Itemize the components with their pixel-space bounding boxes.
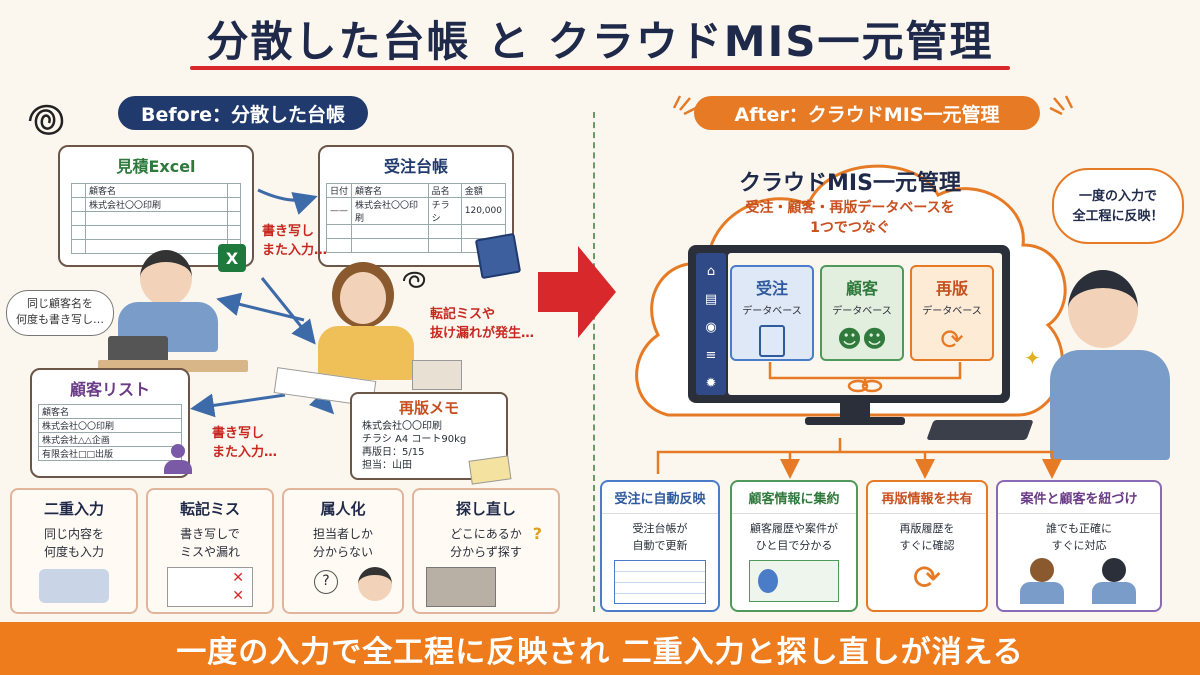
benefit-reprint-share: 再版情報を共有 再版履歴をすぐに確認 ⟳ <box>866 480 988 612</box>
people-icon: ☻☻ <box>836 325 888 353</box>
team-illustration <box>1014 558 1144 604</box>
benefit-link-cases: 案件と顧客を紐づけ 誰でも正確にすぐに対応 <box>996 480 1162 612</box>
order-cell: 株式会社〇〇印刷 <box>351 197 429 225</box>
title-underline <box>190 66 1010 70</box>
profile-card-icon <box>749 560 839 602</box>
link-connector <box>768 362 962 393</box>
page-title: 分散した台帳 と クラウドMIS一元管理 <box>206 17 994 66</box>
customer-row: 株式会社〇〇印刷 <box>38 418 182 433</box>
worried-woman-illustration <box>318 262 428 382</box>
reprint-line: 担当：山田 <box>362 460 412 471</box>
reprint-line: チラシ A4 コート90kg <box>362 434 467 445</box>
question-icon: ? <box>532 524 542 543</box>
users-icon[interactable]: ◉ <box>705 319 717 335</box>
customer-row: 顧客名 <box>38 404 182 419</box>
problem-siloed: 属人化 担当者しか分からない ? <box>282 488 404 614</box>
benefit-speech-bubble: 一度の入力で全工程に反映！ <box>1052 168 1184 244</box>
confused-icon <box>403 271 426 288</box>
benefit-title: 再版情報を共有 <box>868 482 986 514</box>
customer-row: 有限会社□□出版 <box>38 446 182 461</box>
db-card-customers[interactable]: 顧客 データベース ☻☻ <box>820 265 904 361</box>
benefit-title: 顧客情報に集約 <box>732 482 856 514</box>
error-sheet-icon: ✕ ✕ <box>167 567 253 607</box>
keyboard <box>926 420 1034 440</box>
problem-title: 探し直し <box>455 500 516 518</box>
problem-transcription-error: 転記ミス 書き写しでミスや漏れ ✕ ✕ <box>146 488 274 614</box>
copy-note-1: 書き写しまた入力… <box>262 224 328 258</box>
happy-man-illustration <box>1040 270 1180 470</box>
db-title: 再版 <box>935 279 968 298</box>
customer-list-table: 顧客名 株式会社〇〇印刷 株式会社△△企画 有限会社□□出版 <box>38 404 182 461</box>
tangle-icon <box>28 104 64 135</box>
before-label: Before：分散した台帳 <box>118 96 368 130</box>
footer-banner: 一度の入力で全工程に反映され 二重入力と探し直しが消える <box>0 622 1200 675</box>
problem-title: 転記ミス <box>179 500 240 518</box>
overwhelmed-worker-illustration <box>39 569 109 603</box>
complaint-bubble: 同じ顧客名を何度も書き写し… <box>6 290 114 336</box>
memo-card-icon <box>468 455 512 485</box>
database-icon[interactable]: ≡ <box>705 347 717 363</box>
reprint-line: 再版日：5/15 <box>362 447 425 458</box>
sparkle-icon <box>1049 95 1074 116</box>
copy-note-2: 書き写しまた入力… <box>212 426 278 460</box>
home-icon[interactable]: ⌂ <box>706 263 716 279</box>
paper-stack <box>412 360 462 390</box>
sparkle-icon <box>672 95 697 116</box>
error-warning: 転記ミスや抜け漏れが発生… <box>430 307 535 341</box>
db-title: 受注 <box>755 279 788 298</box>
sync-document-icon: ⟳ <box>912 558 942 598</box>
order-cell: —— <box>326 197 352 225</box>
benefit-title: 案件と顧客を紐づけ <box>998 482 1160 514</box>
benefit-connector <box>656 438 1062 479</box>
problem-searching: 探し直し どこにあるか分からず探す ? <box>412 488 560 614</box>
db-card-reprint[interactable]: 再版 データベース ⟳ <box>910 265 994 361</box>
order-ledger-title: 受注台帳 <box>383 157 448 176</box>
section-divider <box>593 112 595 612</box>
document-icon[interactable]: ▤ <box>704 291 718 307</box>
problem-title: 二重入力 <box>43 500 104 518</box>
question-icon: ? <box>314 570 338 594</box>
reprint-line: 株式会社〇〇印刷 <box>362 421 442 432</box>
db-title: 顧客 <box>845 279 878 298</box>
filing-cabinet-icon <box>426 567 496 607</box>
table-icon <box>614 560 706 604</box>
clipboard-icon <box>759 325 785 357</box>
user-icon <box>162 444 194 476</box>
db-subtitle: データベース <box>742 306 802 317</box>
thinking-person-illustration <box>358 567 392 601</box>
benefit-title: 受注に自動反映 <box>602 482 718 514</box>
sparkle-icon: ✦ <box>1024 346 1041 370</box>
refresh-icon: ⟳ <box>940 323 964 356</box>
customer-row: 株式会社△△企画 <box>38 432 182 447</box>
db-card-orders[interactable]: 受注 データベース <box>730 265 814 361</box>
benefit-customer-info: 顧客情報に集約 顧客履歴や案件がひと目で分かる <box>730 480 858 612</box>
excel-icon: X <box>218 244 246 272</box>
cloud-title: クラウドMIS一元管理 <box>739 171 961 196</box>
settings-icon[interactable]: ✹ <box>705 375 717 391</box>
estimate-title: 見積Excel <box>116 157 196 176</box>
monitor-base <box>805 417 905 425</box>
problem-title: 属人化 <box>320 500 366 518</box>
db-subtitle: データベース <box>832 306 892 317</box>
after-label: After：クラウドMIS一元管理 <box>694 96 1040 130</box>
app-sidebar: ⌂ ▤ ◉ ≡ ✹ <box>696 253 726 395</box>
estimate-excel-card: 見積Excel 顧客名 株式会社〇〇印刷 <box>58 145 254 267</box>
monitor-stand <box>840 403 870 419</box>
reprint-memo-title: 再版メモ <box>398 399 459 417</box>
problem-double-entry: 二重入力 同じ内容を何度も入力 <box>10 488 138 614</box>
customer-list-card: 顧客リスト 顧客名 株式会社〇〇印刷 株式会社△△企画 有限会社□□出版 <box>30 368 190 478</box>
db-subtitle: データベース <box>922 306 982 317</box>
benefit-auto-reflect: 受注に自動反映 受注台帳が自動で更新 <box>600 480 720 612</box>
customer-list-title: 顧客リスト <box>69 380 150 399</box>
transition-arrow-icon <box>538 246 616 338</box>
